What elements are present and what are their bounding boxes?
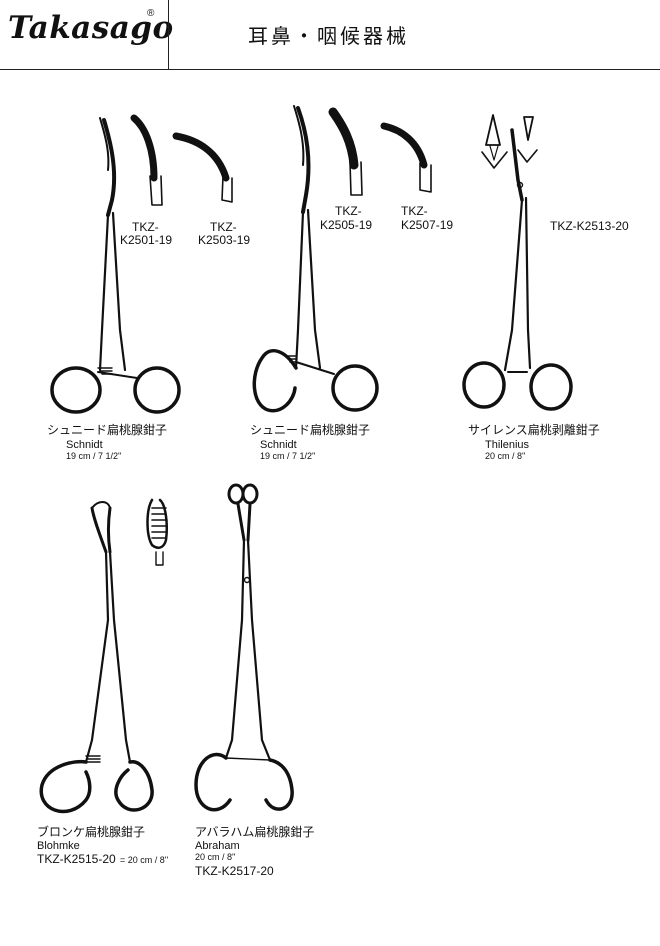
item1-name-jp: シュニード扁桃腺鉗子: [47, 423, 168, 437]
item4-name-en: Blohmke: [37, 840, 80, 852]
item4-name-jp: ブロンケ扁桃腺鉗子: [37, 825, 146, 839]
item2-code-a: K2505-19: [320, 218, 373, 232]
item1-code-a: K2501-19: [120, 233, 173, 247]
item1-name-en: Schnidt: [66, 439, 103, 451]
header-rule: [0, 69, 660, 70]
item5-size: 20 cm / 8'': [195, 852, 236, 862]
item1-code-b: K2503-19: [198, 233, 251, 247]
schnidt-jaw-detail-4: [380, 122, 432, 193]
item1-code-prefix-b: TKZ-: [210, 220, 237, 234]
schnidt-jaw-detail-3: [328, 107, 363, 196]
item2-name-en: Schnidt: [260, 439, 297, 451]
item2-name-jp: シュニード扁桃腺鉗子: [250, 423, 371, 437]
registered-mark: ®: [147, 8, 155, 19]
item2-code-prefix-b: TKZ-: [401, 204, 428, 218]
item2-code-b: K2507-19: [401, 218, 454, 232]
item3-size: 20 cm / 8'': [485, 451, 526, 461]
item3-code: TKZ-K2513-20: [550, 219, 629, 233]
schnidt-jaw-detail-2: [172, 132, 233, 203]
item1-code-prefix-a: TKZ-: [132, 220, 159, 234]
schnidt-jaw-detail-1: [130, 114, 163, 206]
item5-name-jp: アバラハム扁桃腺鉗子: [195, 825, 315, 839]
blohmke-forceps-illustration: [39, 501, 154, 814]
page-title: 耳鼻・咽候器械: [248, 26, 409, 48]
item4-size: = 20 cm / 8'': [120, 855, 169, 865]
item1-size: 19 cm / 7 1/2'': [66, 451, 122, 461]
item2-code-prefix-a: TKZ-: [335, 204, 362, 218]
abraham-forceps-illustration: [194, 483, 294, 812]
item5-code: TKZ-K2517-20: [195, 864, 274, 878]
thilenius-forceps-illustration: [462, 116, 573, 411]
schnidt-forceps-illustration: [50, 117, 181, 414]
item3-name-en: Thilenius: [485, 439, 530, 451]
brand-logo: Takasago: [8, 10, 174, 46]
schnidt-forceps-illustration-2: [252, 105, 379, 413]
header-divider: [168, 0, 169, 70]
page-header: Takasago ® 耳鼻・咽候器械: [0, 0, 660, 70]
item5-name-en: Abraham: [195, 840, 240, 852]
item2-size: 19 cm / 7 1/2'': [260, 451, 316, 461]
thilenius-jaw-detail: [481, 114, 508, 169]
item4-code: TKZ-K2515-20: [37, 852, 116, 866]
blohmke-jaw-detail: [146, 498, 168, 566]
item3-name-jp: サイレンス扁桃剥離鉗子: [468, 423, 600, 437]
